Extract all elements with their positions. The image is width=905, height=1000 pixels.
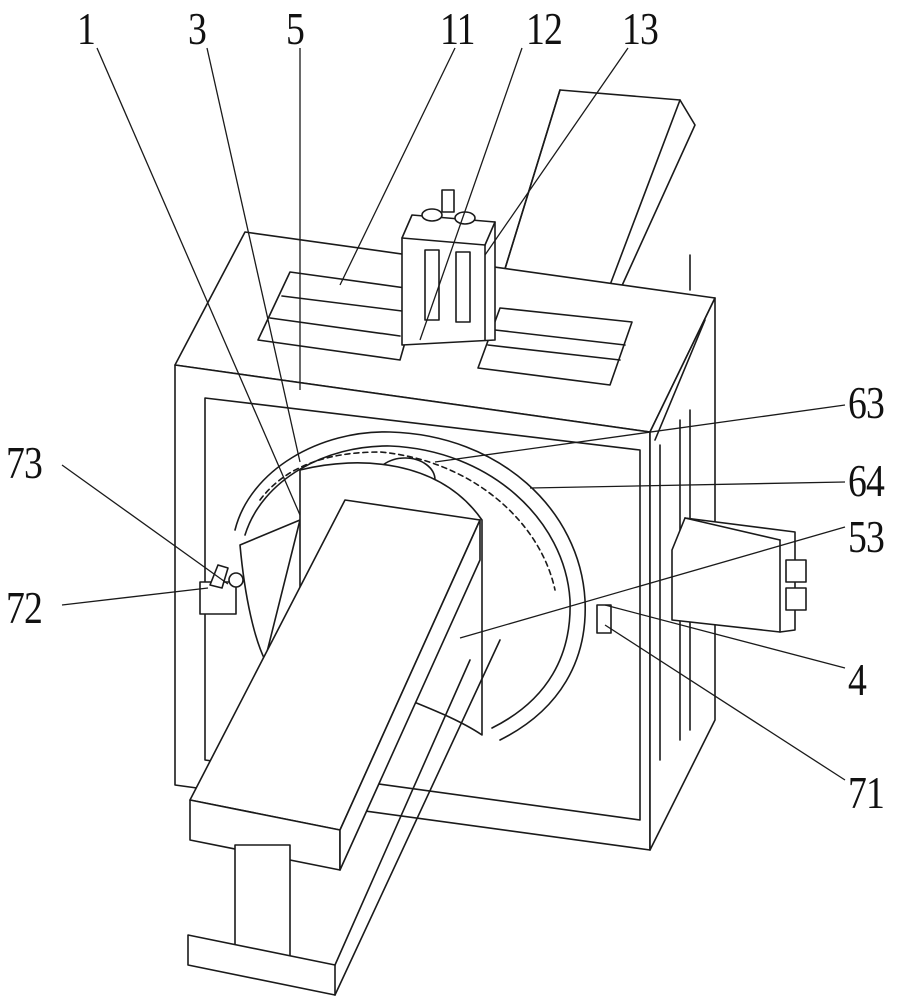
label-1: 1 — [77, 3, 96, 54]
label-13: 13 — [622, 3, 659, 54]
label-71: 71 — [848, 767, 885, 818]
i-beam-workpiece — [187, 499, 501, 996]
side-clamp-assembly — [671, 517, 807, 633]
label-4: 4 — [848, 654, 867, 705]
ring-gear — [234, 431, 586, 741]
label-64: 64 — [848, 455, 885, 506]
label-3: 3 — [188, 3, 207, 54]
label-63: 63 — [848, 377, 885, 428]
label-12: 12 — [526, 3, 563, 54]
label-5: 5 — [286, 3, 305, 54]
label-53: 53 — [848, 511, 885, 562]
rear-beam — [499, 89, 696, 291]
sensor-bracket — [596, 604, 612, 634]
latch-block — [199, 564, 244, 615]
leader-lines — [61, 47, 846, 781]
top-gantry-bracket — [401, 189, 496, 346]
label-73: 73 — [6, 437, 43, 488]
label-11: 11 — [440, 3, 476, 54]
label-72: 72 — [6, 582, 43, 633]
